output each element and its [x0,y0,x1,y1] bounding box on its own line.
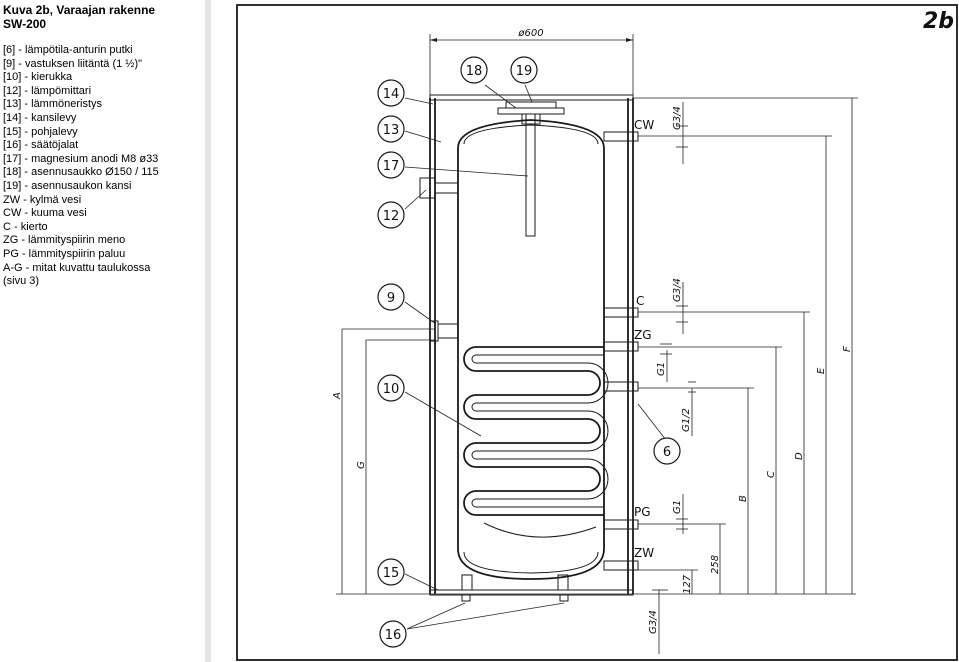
tank-drawing: 2b ø600 [236,4,958,661]
svg-text:D: D [794,452,805,460]
heating-coil [463,346,609,538]
svg-text:127: 127 [682,574,693,594]
legend-item: [15] - pohjalevy [3,125,78,138]
callout-16: 16 [379,620,407,648]
svg-text:G1: G1 [672,500,683,514]
legend-item: [16] - säätöjalat [3,139,79,152]
bottom-plate [429,589,634,596]
drawing-frame [236,4,958,661]
legend-list: [6] - lämpötila-anturin putki[9] - vastu… [3,44,203,289]
svg-text:G: G [356,461,367,469]
callout-12: 12 [377,201,405,229]
svg-text:G1: G1 [656,362,667,376]
thread-sizes: G3/4 G3/4 G1 G1/2 G1 G3/4 [648,102,696,654]
svg-text:10: 10 [383,382,400,397]
legend-item: CW - kuuma vesi [3,207,87,220]
connection-pipes [603,131,639,571]
legend-item: [12] - lämpömittari [3,84,92,97]
divider-bar [205,0,211,662]
legend-item: PG - lämmityspiirin paluu [3,247,126,260]
top-plate [429,94,634,101]
label-cw: CW [634,118,654,132]
svg-text:9: 9 [387,291,395,306]
legend-item: [6] - lämpötila-anturin putki [3,44,133,56]
model-name: SW-200 [3,17,47,31]
legend-item: [19] - asennusaukon kansi [3,179,132,192]
svg-text:C: C [766,471,777,478]
callout-14: 14 [377,79,405,107]
height-dimensions: A G 127 258 B C D E F [332,97,858,595]
legend-item: A-G - mitat kuvattu taulukossa [3,261,151,274]
svg-text:14: 14 [383,87,400,102]
callout-6: 6 [653,437,681,465]
callout-19: 19 [510,56,538,84]
svg-text:G3/4: G3/4 [648,610,659,634]
diameter-dimension: ø600 [429,28,634,104]
label-zg: ZG [634,328,652,342]
legend-item: [10] - kierukka [3,71,73,84]
svg-text:6: 6 [663,445,671,460]
svg-text:15: 15 [383,566,400,581]
diameter-label: ø600 [517,28,543,39]
magnesium-anode [525,113,536,237]
svg-text:12: 12 [383,209,400,224]
outer-casing [429,94,634,596]
svg-text:258: 258 [710,555,721,574]
legend-item: [17] - magnesium anodi M8 ø33 [3,152,159,165]
legend-panel: Kuva 2b, Varaajan rakenne SW-200 [6] - l… [3,3,203,289]
svg-text:G3/4: G3/4 [672,106,683,130]
callout-10: 10 [377,374,405,402]
callout-9: 9 [377,283,405,311]
callout-15: 15 [377,558,405,586]
legend-item: [18] - asennusaukko Ø150 / 115 [3,166,159,179]
svg-text:F: F [842,346,853,352]
thermometer [419,177,459,199]
label-c: C [636,294,644,308]
leader-lines [404,84,667,630]
svg-text:G3/4: G3/4 [672,278,683,302]
svg-text:E: E [816,367,827,374]
label-pg: PG [634,505,651,519]
inner-tank [457,119,605,580]
svg-text:13: 13 [383,123,400,138]
legend-item: [13] - lämmöneristys [3,98,103,111]
svg-text:16: 16 [385,628,402,643]
callout-18: 18 [460,56,488,84]
legend-item: C - kierto [3,220,48,233]
legend-item: [14] - kansilevy [3,111,77,124]
svg-text:G1/2: G1/2 [681,408,692,432]
adjustable-feet [461,574,569,602]
label-zw: ZW [634,546,654,560]
figure-title: Kuva 2b, Varaajan rakenne [3,3,156,17]
legend-item: ZG - lämmityspiirin meno [3,234,126,247]
callout-17: 17 [377,151,405,179]
legend-item: ZW - kylmä vesi [3,193,82,206]
callout-13: 13 [377,115,405,143]
svg-text:17: 17 [383,159,400,174]
legend-item: (sivu 3) [3,275,40,288]
svg-text:18: 18 [466,64,483,79]
svg-text:B: B [738,495,749,502]
legend-item: [9] - vastuksen liitäntä (1 ½)" [3,57,143,70]
heater-connection [429,320,459,342]
svg-text:19: 19 [516,64,533,79]
figure-tag: 2b [923,9,954,34]
svg-text:A: A [332,392,343,400]
